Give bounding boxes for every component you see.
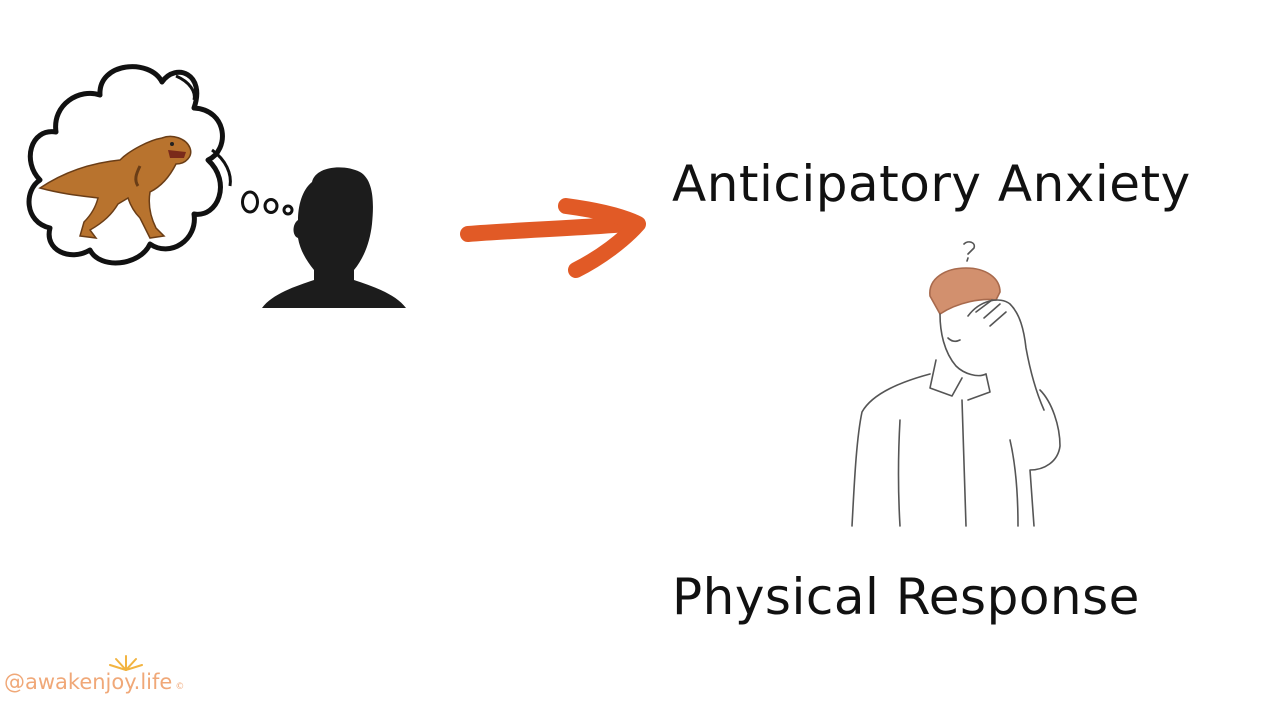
right-arrow-icon bbox=[460, 198, 646, 278]
label-anticipatory-anxiety: Anticipatory Anxiety bbox=[672, 155, 1191, 213]
watermark: @awakenjoy.life© bbox=[4, 655, 185, 694]
copyright-mark: © bbox=[175, 682, 185, 692]
sun-icon bbox=[109, 655, 143, 671]
watermark-text: @awakenjoy.life bbox=[4, 670, 173, 694]
t-rex-icon bbox=[38, 135, 192, 239]
label-physical-response: Physical Response bbox=[672, 568, 1140, 626]
person-silhouette-icon bbox=[262, 167, 406, 308]
thought-dots bbox=[241, 190, 294, 216]
stressed-man-illustration bbox=[851, 241, 1061, 527]
